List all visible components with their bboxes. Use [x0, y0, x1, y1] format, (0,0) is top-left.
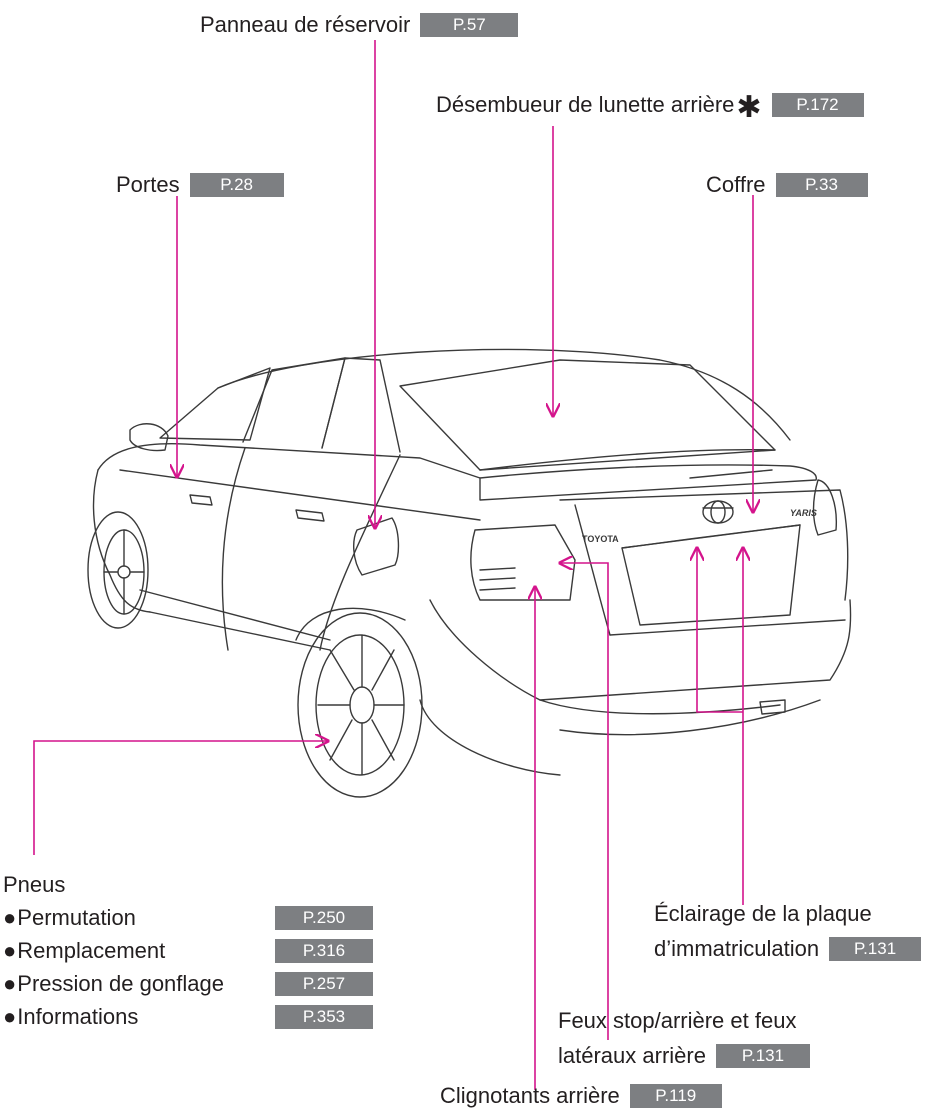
- bullet-icon: ●: [3, 905, 17, 930]
- list-item: ●Informations P.353: [3, 1002, 383, 1032]
- car-illustration: TOYOTA YARIS: [87, 348, 852, 798]
- bullet-icon: ●: [3, 971, 17, 996]
- label-feux-line1: Feux stop/arrière et feux: [558, 1008, 796, 1034]
- label-portes-text: Portes: [116, 172, 180, 197]
- page-ref-feux[interactable]: P.131: [715, 1044, 810, 1068]
- bullet-icon: ●: [3, 1004, 17, 1029]
- pneus-item-label: Permutation: [17, 905, 136, 930]
- pneus-item-label: Remplacement: [17, 938, 166, 963]
- page-ref-permutation[interactable]: P.250: [275, 906, 373, 930]
- label-eclairage-text2: d’immatriculation: [654, 936, 820, 961]
- label-portes: Portes P.28: [116, 172, 284, 198]
- bullet-icon: ●: [3, 938, 17, 963]
- list-item: ●Permutation P.250: [3, 903, 383, 933]
- page-ref-remplacement[interactable]: P.316: [275, 939, 373, 963]
- page-ref-reservoir[interactable]: P.57: [420, 13, 519, 37]
- pneus-item-label: Informations: [17, 1004, 139, 1029]
- page-ref-portes[interactable]: P.28: [189, 173, 284, 197]
- label-eclairage-line1: Éclairage de la plaque: [654, 901, 872, 927]
- label-eclairage-line2: d’immatriculation P.131: [654, 936, 922, 962]
- label-eclairage-text1: Éclairage de la plaque: [654, 901, 872, 926]
- label-coffre: Coffre P.33: [706, 172, 868, 198]
- page-ref-informations[interactable]: P.353: [275, 1005, 373, 1029]
- asterisk-icon: ✱: [736, 91, 762, 124]
- label-reservoir-text: Panneau de réservoir: [200, 12, 411, 37]
- label-desembueur-text: Désembueur de lunette arrière: [436, 92, 735, 117]
- badge-right: YARIS: [790, 508, 817, 518]
- pneus-item-label: Pression de gonflage: [17, 971, 224, 996]
- label-coffre-text: Coffre: [706, 172, 766, 197]
- leader-eclairage-b: [697, 548, 743, 713]
- leader-pneus: [33, 741, 328, 855]
- label-feux-line2: latéraux arrière P.131: [558, 1043, 810, 1069]
- label-clignotants: Clignotants arrière P.119: [440, 1083, 722, 1109]
- page-ref-clignotants[interactable]: P.119: [629, 1084, 722, 1108]
- page-ref-desembueur[interactable]: P.172: [771, 93, 864, 117]
- label-desembueur: Désembueur de lunette arrière ✱ P.172: [436, 91, 864, 124]
- label-panneau-reservoir: Panneau de réservoir P.57: [200, 12, 519, 38]
- page-ref-pression[interactable]: P.257: [275, 972, 373, 996]
- label-feux-text2: latéraux arrière: [558, 1043, 706, 1068]
- page-ref-coffre[interactable]: P.33: [775, 173, 868, 197]
- label-feux-text1: Feux stop/arrière et feux: [558, 1008, 797, 1033]
- pneus-title-text: Pneus: [3, 872, 66, 897]
- label-pneus-title: Pneus: [3, 872, 65, 898]
- badge-left: TOYOTA: [582, 534, 619, 544]
- page-ref-eclairage[interactable]: P.131: [829, 937, 922, 961]
- label-clignotants-text: Clignotants arrière: [440, 1083, 620, 1108]
- list-item: ●Pression de gonflage P.257: [3, 969, 383, 999]
- leader-lines: [33, 40, 753, 1090]
- list-item: ●Remplacement P.316: [3, 936, 383, 966]
- leader-feux: [560, 563, 609, 1040]
